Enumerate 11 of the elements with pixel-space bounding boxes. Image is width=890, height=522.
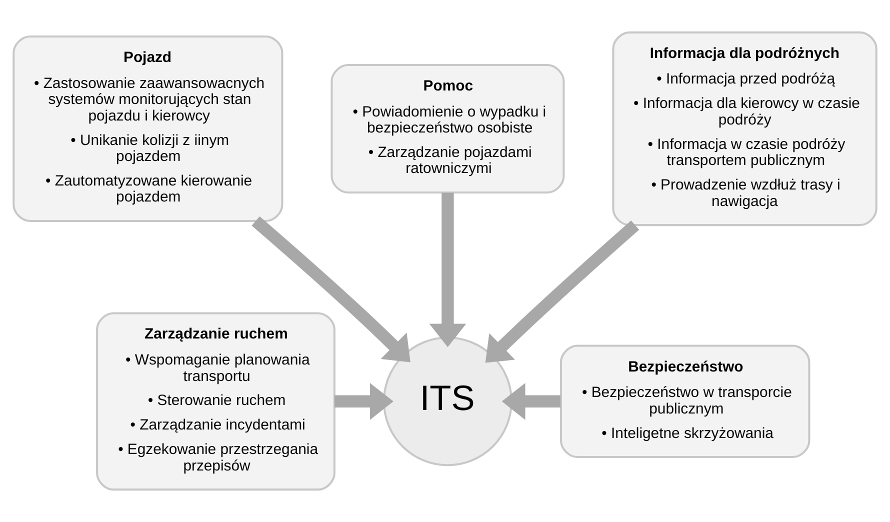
node-circle: ITS <box>382 336 512 466</box>
arrow <box>334 382 394 420</box>
arrow <box>485 220 640 363</box>
node-box: Informacja dla podróżnych • Informacja przed podróżą • Informacja dla kierowcy w czasie podróży • Informacja w czasie podróży transportem publicznym • Prowadzenie wzdłuż trasy i nawigacja <box>612 31 878 226</box>
arrow <box>252 216 410 362</box>
arrow <box>502 382 560 420</box>
node-box: Pojazd • Zastosowanie zaawansowacnych systemów monitorujących stan pojazdu i kierowcy • Unikanie kolizji z iinym pojazdem • Zautomatyzowane kierowanie pojazdem <box>12 35 284 222</box>
arrow <box>429 192 466 348</box>
node-box: Bezpieczeństwo • Bezpieczeństwo w transporcie publicznym • Inteligetne skrzyżowania <box>560 344 810 458</box>
node-box: Zarządzanie ruchem • Wspomaganie planowania transportu • Sterowanie ruchem • Zarządzanie incydentami • Egzekowanie przestrzegania przepisów <box>96 312 336 491</box>
node-box: Pomoc • Powiadomienie o wypadku i bezpieczeństwo osobiste • Zarządzanie pojazdami ratowniczymi <box>330 64 565 194</box>
